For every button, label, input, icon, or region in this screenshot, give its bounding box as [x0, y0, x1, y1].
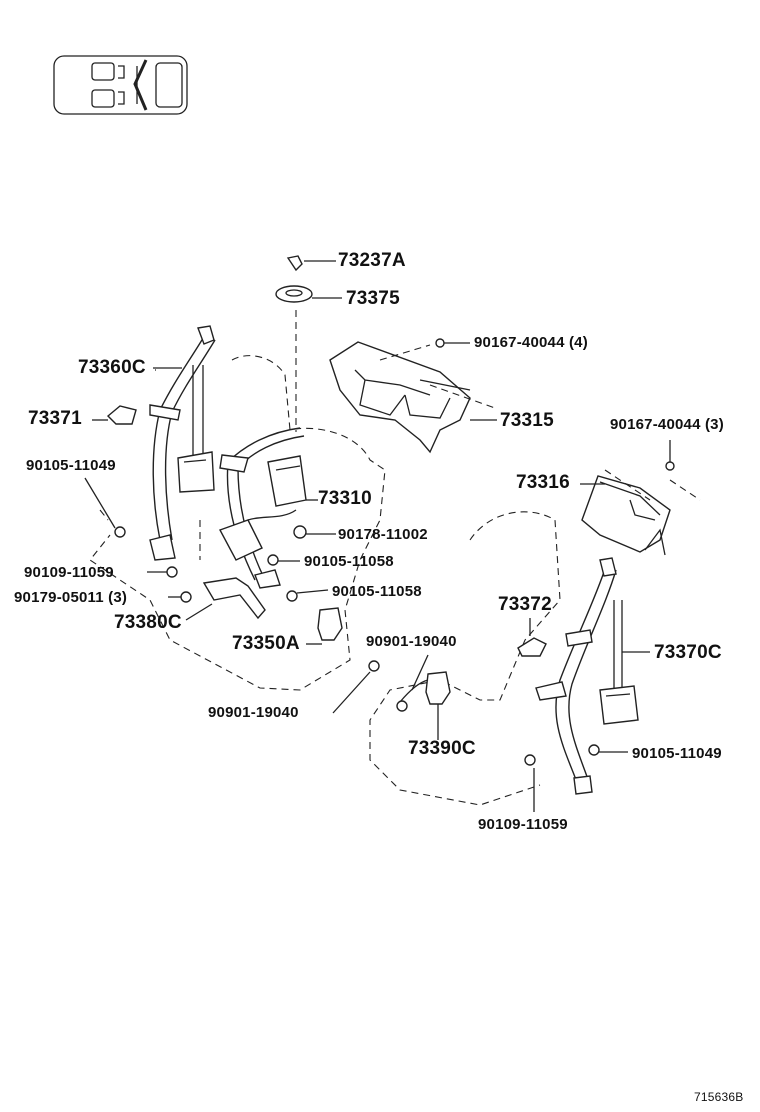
label-90105-11058-a: 90105-11058 [304, 553, 394, 570]
label-73370C: 73370C [654, 642, 722, 663]
label-90109-11059-left: 90109-11059 [24, 564, 114, 581]
part-73360C-belt [149, 325, 216, 561]
part-73316-panel [580, 469, 701, 556]
part-73380C-strap [185, 577, 266, 621]
label-73315: 73315 [500, 410, 554, 431]
label-73372: 73372 [498, 594, 552, 615]
bolt-90901-19040-left [332, 660, 380, 714]
bolt-90109-11059-right [524, 754, 536, 812]
label-73371: 73371 [28, 408, 82, 429]
label-73380C: 73380C [114, 612, 182, 633]
bolt-90901-19040-right [396, 700, 408, 712]
bolt-90105-11058-b [286, 589, 329, 602]
nut-90178-11002 [293, 525, 336, 539]
vehicle-locator-icon [53, 55, 188, 115]
bolt-90105-11049-right [588, 744, 628, 756]
label-73237A: 73237A [338, 250, 406, 271]
label-73390C: 73390C [408, 738, 476, 759]
label-90167-40044-4: 90167-40044 (4) [474, 334, 588, 351]
label-73375: 73375 [346, 288, 400, 309]
label-90167-40044-3: 90167-40044 (3) [610, 416, 724, 433]
bolt-90167-40044-4 [435, 338, 470, 348]
bolt-90109-11059-left [147, 566, 178, 578]
part-73375-cover [275, 285, 342, 303]
part-73390C-buckle [399, 654, 451, 740]
figure-code: 715636B [694, 1090, 744, 1104]
part-73372-guide [517, 618, 547, 657]
label-90105-11058-b: 90105-11058 [332, 583, 422, 600]
part-73237A-clip [286, 255, 336, 272]
label-90901-19040-left: 90901-19040 [208, 704, 299, 721]
label-73316: 73316 [516, 472, 570, 493]
bolt-90105-11058-a [267, 554, 300, 566]
label-90179-05011: 90179-05011 (3) [14, 589, 128, 606]
part-73371-guide [92, 405, 137, 425]
label-73310: 73310 [318, 488, 372, 509]
part-73370C-belt [535, 557, 650, 795]
label-90105-11049-left: 90105-11049 [26, 457, 116, 474]
label-73360C: 73360C [78, 357, 146, 378]
label-90105-11049-right: 90105-11049 [632, 745, 722, 762]
label-90901-19040-right: 90901-19040 [366, 633, 457, 650]
label-90109-11059-right: 90109-11059 [478, 816, 568, 833]
part-73315-panel [329, 341, 497, 454]
bolt-90167-40044-3 [665, 440, 675, 471]
bolt-90105-11049-left [84, 477, 126, 538]
part-73350A-buckle [306, 607, 343, 645]
bolt-90179-05011 [168, 591, 192, 603]
label-73350A: 73350A [232, 633, 300, 654]
label-90178-11002: 90178-11002 [338, 526, 428, 543]
part-73310-belt [199, 427, 318, 589]
